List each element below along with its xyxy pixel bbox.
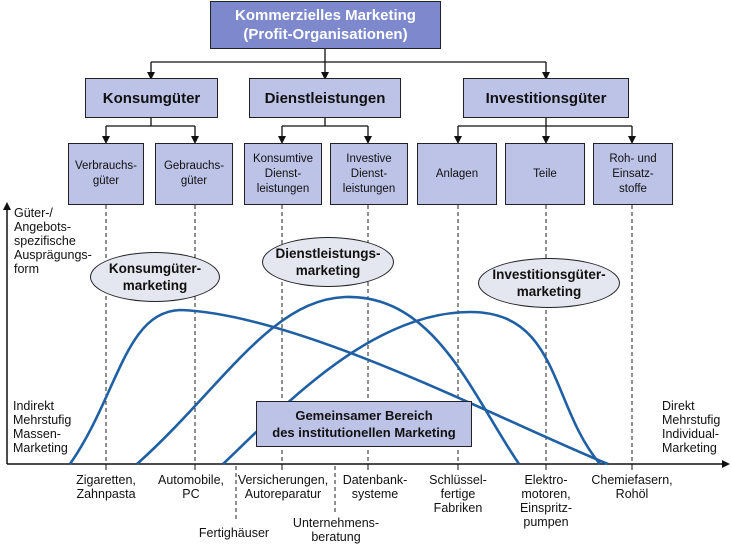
category-label: Dienstleistungen [264,89,386,107]
x-ticks [105,464,633,470]
sub-line: güter [92,175,120,187]
sub-line: stoffe [619,182,647,195]
category-label: Investitionsgüter [485,89,607,107]
x-label-fabriken: Schlüssel- fertige Fabriken [429,473,487,515]
category-investitionsgueter: Investitionsgüter [463,78,629,118]
sub-line: Investive [346,152,392,165]
category-dienstleistungen: Dienstleistungen [249,78,401,118]
sub-gebrauchsgueter: Gebrauchs- güter [155,143,233,205]
sub-rohstoffe: Roh- und Einsatz- stoffe [593,143,673,205]
ellipse-line: marketing [122,278,188,293]
sub-line: Dienst- [264,167,302,180]
sub-line: Einsatz- [612,167,654,180]
x-label-elektromotoren: Elektro- motoren, Einspritz- pumpen [519,473,573,529]
y-axis-label: Güter-/ Angebots- spezifische Ausprägung… [14,206,92,276]
x-label-automobile: Automobile, PC [157,473,225,501]
curve-dienst [136,295,521,465]
connectors-level1 [147,49,550,80]
ellipse-line: marketing [516,284,582,299]
sub-line: güter [180,175,208,187]
common-line: des institutionellen Marketing [272,425,456,440]
sub-line: leistungen [256,182,310,195]
sub-line: Anlagen [435,167,479,180]
common-area-box: Gemeinsamer Bereich des institutionellen… [256,401,472,447]
ellipse-line: Investitionsgüter- [492,267,606,282]
x-label-zigaretten: Zigaretten, Zahnpasta [76,473,136,501]
sub-anlagen: Anlagen [417,143,497,205]
ellipse-line: Dienstleistungs- [275,246,381,261]
ellipse-line: Konsumgüter- [108,261,202,276]
left-label: Indirekt Mehrstufig Massen- Marketing [13,399,72,455]
x-label-chemiefasern: Chemiefasern, Rohöl [591,473,673,501]
ellipse-konsumgueter-marketing: Konsumgüter- marketing [90,252,220,302]
top-box: Kommerzielles Marketing (Profit-Organisa… [210,1,441,49]
sub-line: Dienst- [350,167,388,180]
sub-teile: Teile [505,143,585,205]
ellipse-line: marketing [295,263,361,278]
sub-line: Konsumtive [252,152,314,165]
x-label-datenbanksysteme: Datenbank- systeme [342,473,408,501]
top-title: Kommerzielles Marketing [235,7,416,24]
ellipse-investitionsgueter-marketing: Investitionsgüter- marketing [478,258,620,308]
x-label-versicherungen: Versicherungen, Autoreparatur [237,473,329,501]
sub-investive-dienstleistungen: Investive Dienst- leistungen [330,143,408,205]
sub-line: Roh- und [609,152,657,165]
top-subtitle: (Profit-Organisationen) [243,26,408,43]
common-line: Gemeinsamer Bereich [295,408,433,423]
sub-konsumtive-dienstleistungen: Konsumtive Dienst- leistungen [244,143,322,205]
sub-line: Gebrauchs- [163,160,225,172]
connectors-level2 [102,118,636,144]
ellipse-dienstleistungs-marketing: Dienstleistungs- marketing [262,237,394,287]
sub-line: Verbrauchs- [74,160,137,172]
right-label: Direkt Mehrstufig Individual- Marketing [662,399,721,455]
x-label-unternehmensberatung: Unternehmens- beratung [292,516,380,544]
category-konsumgueter: Konsumgüter [85,78,218,118]
sub-line: leistungen [342,182,396,195]
curve-konsum [68,308,609,466]
sub-verbrauchsgueter: Verbrauchs- güter [68,143,144,205]
x-label-fertighaeuser: Fertighäuser [198,526,270,540]
sub-line: Teile [533,167,557,180]
category-label: Konsumgüter [102,89,201,107]
